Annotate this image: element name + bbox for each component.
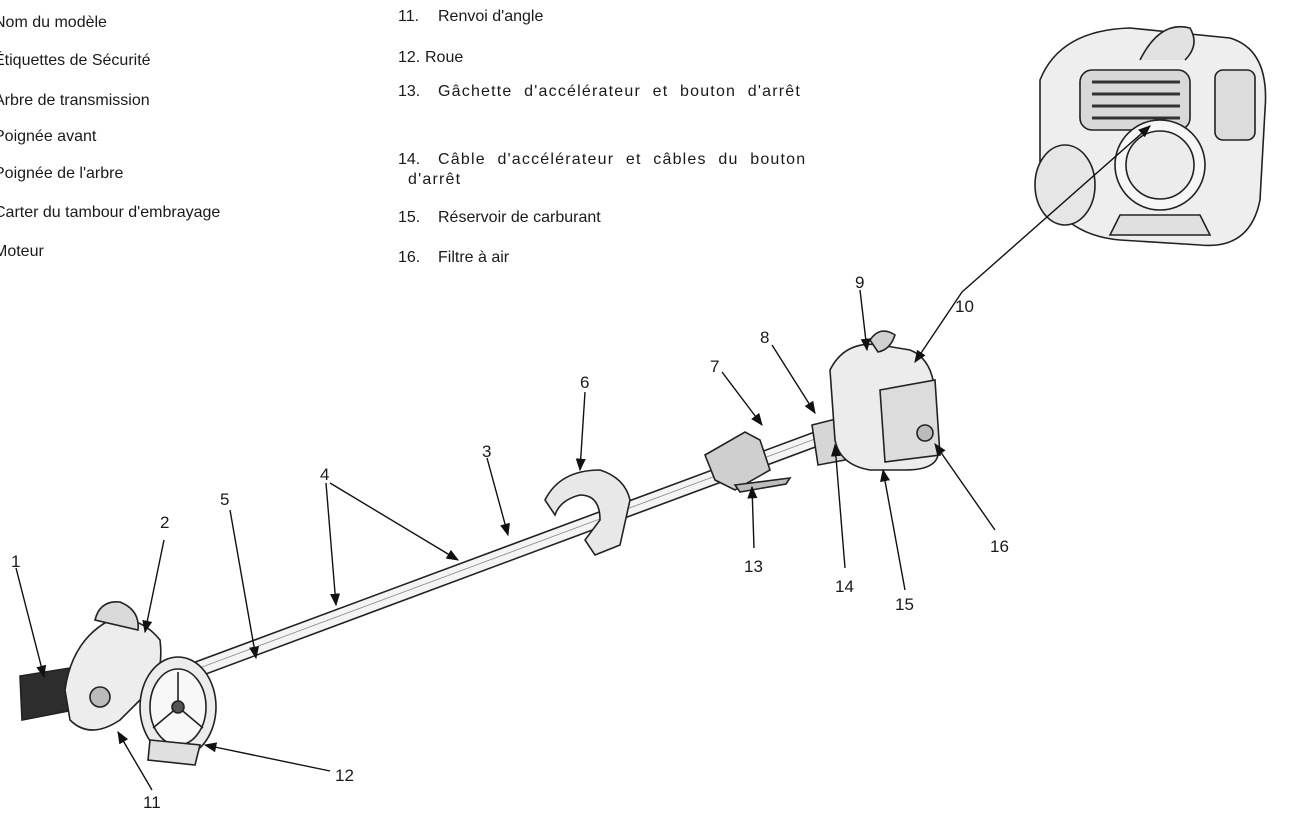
legend-label: Réservoir de carburant: [438, 209, 601, 226]
engine-illustration: [811, 330, 941, 471]
callout-10: 10: [955, 297, 974, 316]
leader-8: [771, 344, 816, 415]
leader-12: [203, 742, 331, 772]
legend-item-clutch-drum-housing: Carter du tambour d'embrayage: [0, 204, 221, 221]
edger-head-illustration: [19, 601, 162, 731]
leader-9: [859, 289, 871, 352]
legend-item-safety-labels: Étiquettes de Sécurité: [0, 52, 151, 69]
callout-11: 11: [143, 793, 161, 812]
front-handle-illustration: [544, 469, 631, 556]
leader-7: [721, 371, 763, 427]
legend-item-drive-shaft: Arbre de transmission: [0, 92, 150, 109]
callout-numbers: 1 2 3 4 5 6 7 8 9 10 11 12 13 14 15 16: [11, 273, 1009, 812]
legend-num: 15.: [398, 209, 421, 226]
callout-1: 1: [11, 552, 20, 571]
callout-8: 8: [760, 328, 769, 347]
callout-15: 15: [895, 595, 914, 614]
callout-2: 2: [160, 513, 169, 532]
engine-inset-illustration: [1034, 26, 1267, 247]
leader-15: [880, 468, 906, 591]
leader-13: [747, 485, 758, 549]
legend-num: 13.: [398, 83, 421, 100]
callout-6: 6: [580, 373, 589, 392]
legend-item-shaft-handle: Poignée de l'arbre: [0, 165, 124, 182]
legend-label: Filtre à air: [438, 249, 510, 266]
legend-label: Renvoi d'angle: [438, 8, 544, 25]
leader-4b: [325, 482, 341, 607]
legend-item-front-handle: Poignée avant: [0, 128, 97, 145]
callout-13: 13: [744, 557, 763, 576]
callout-7: 7: [710, 357, 719, 376]
callout-16: 16: [990, 537, 1009, 556]
leader-10-main: [914, 291, 963, 364]
leader-16: [934, 442, 996, 531]
leader-5: [229, 509, 260, 660]
throttle-trigger-illustration: [703, 431, 792, 493]
legend-num: 12.: [398, 49, 421, 66]
legend-num: 11.: [398, 8, 420, 25]
leader-2: [142, 539, 165, 634]
callout-5: 5: [220, 490, 229, 509]
callout-3: 3: [482, 442, 491, 461]
legend-num: 16.: [398, 249, 421, 266]
leader-lines: [15, 125, 1151, 791]
callout-9: 9: [855, 273, 864, 292]
leader-4a: [329, 482, 460, 561]
leader-11: [117, 730, 153, 791]
legend-label: Roue: [425, 49, 464, 66]
callout-4: 4: [320, 465, 329, 484]
legend-num: 14.: [398, 151, 421, 168]
leader-3: [486, 457, 510, 537]
wheel-illustration: [139, 656, 217, 766]
leader-6: [575, 391, 586, 472]
legend-label: Gâchette d'accélérateur et bouton d'arrê…: [438, 83, 802, 100]
callout-14: 14: [835, 577, 854, 596]
leader-1: [15, 567, 47, 679]
leader-10-inset: [961, 125, 1151, 293]
leader-14: [830, 443, 846, 569]
legend-label: Câble d'accélérateur et câbles du bouton…: [408, 151, 807, 188]
callout-12: 12: [335, 766, 354, 785]
legend-item-model-name: Nom du modèle: [0, 14, 107, 31]
legend-item-engine: Moteur: [0, 243, 44, 260]
